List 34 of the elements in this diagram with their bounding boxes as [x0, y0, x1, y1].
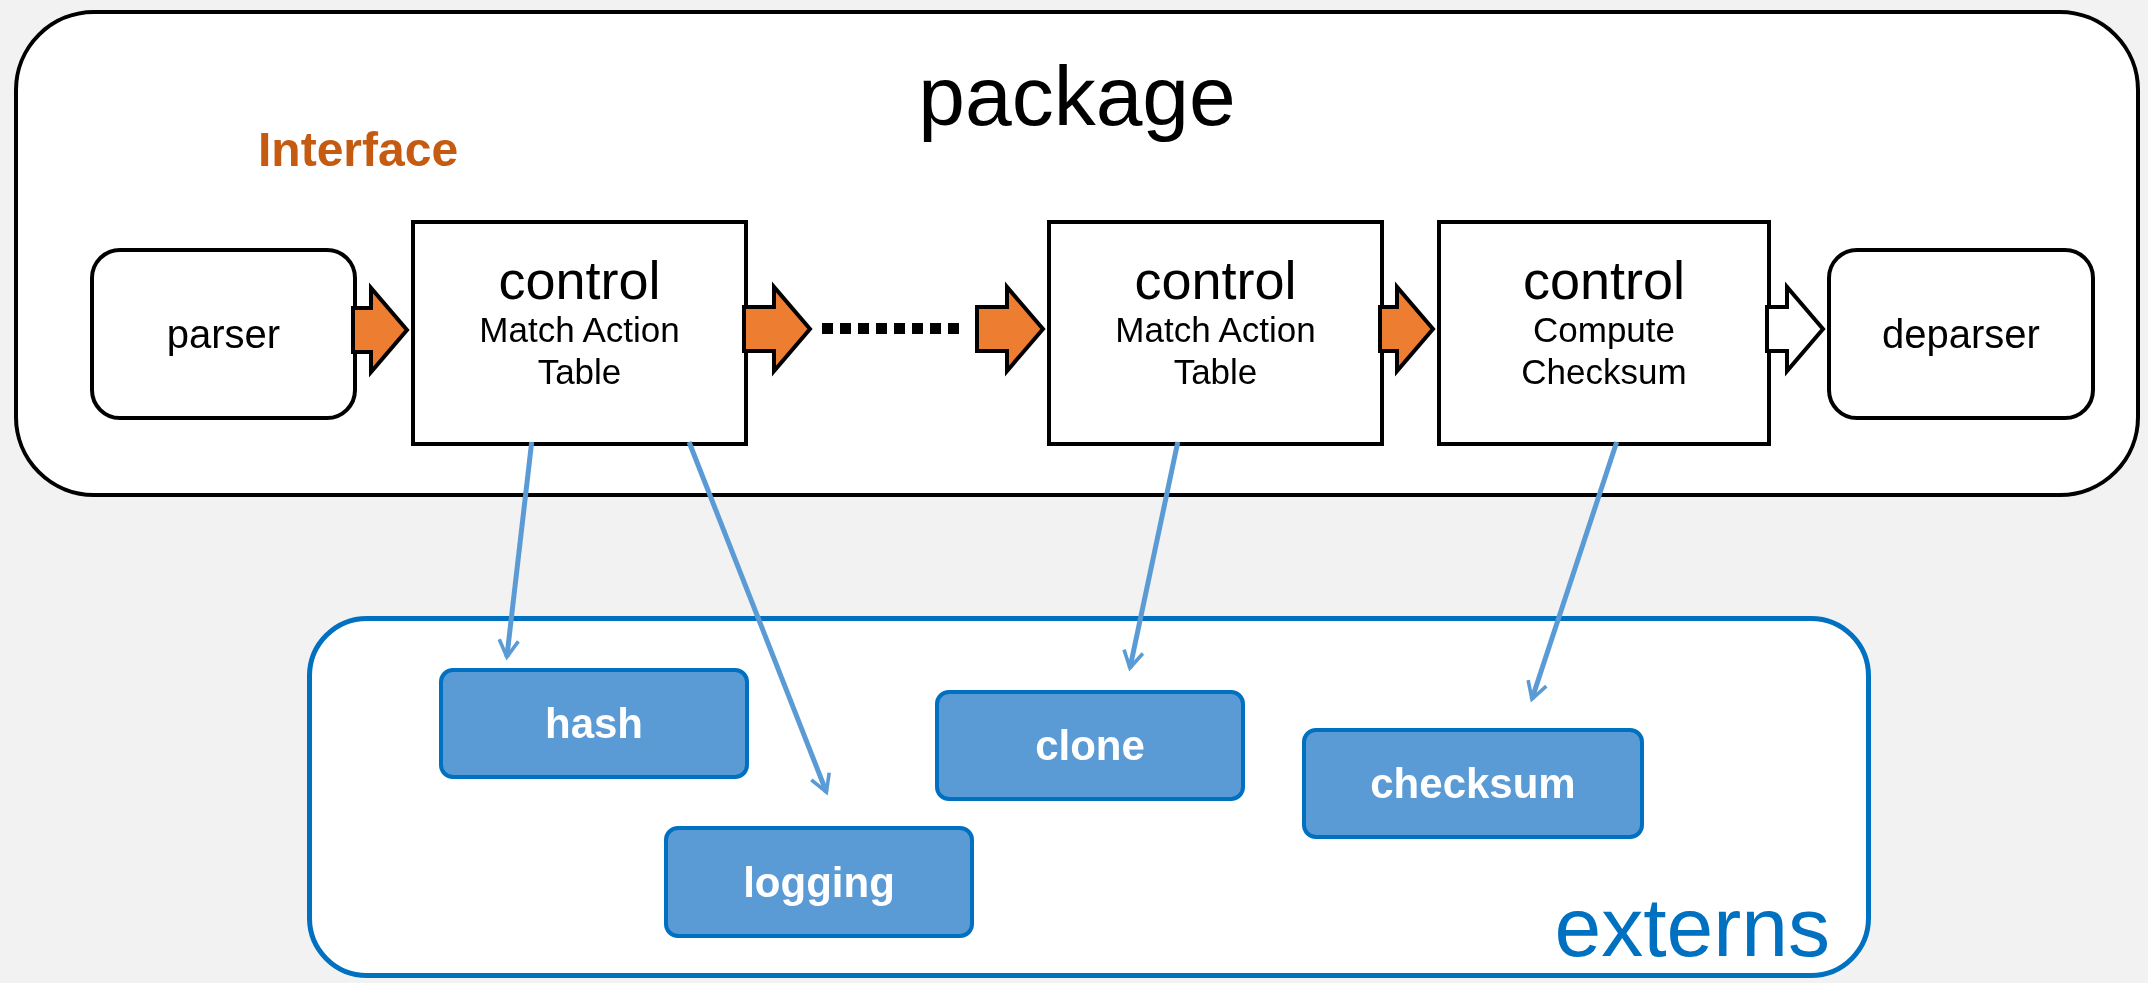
arrow — [686, 441, 831, 794]
arrow — [1122, 441, 1181, 670]
control-box — [1047, 220, 1384, 446]
stage-label: deparser — [1882, 311, 2040, 358]
block-arrow — [1378, 281, 1436, 377]
block-arrow — [351, 282, 410, 378]
extern-box — [1302, 728, 1644, 839]
block-arrow — [1765, 281, 1826, 377]
control-box — [411, 220, 748, 446]
extern-label: checksum — [1370, 759, 1576, 809]
extern-label: clone — [1035, 721, 1145, 771]
stage-label: parser — [166, 311, 281, 358]
block-arrow — [742, 281, 813, 377]
control-title: control — [1134, 252, 1297, 309]
extern-label: hash — [545, 699, 643, 749]
extern-label: logging — [743, 857, 895, 908]
interface-label: Interface — [258, 122, 459, 178]
control-box — [1437, 220, 1771, 446]
control-subtitle: Compute Checksum — [1520, 308, 1688, 393]
stage-box — [1827, 248, 2095, 420]
externs-title: externs — [1554, 885, 1830, 969]
control-subtitle: Match Action Table — [1114, 308, 1317, 393]
externs-container — [307, 616, 1871, 978]
extern-box — [439, 668, 749, 779]
package-container — [14, 10, 2140, 497]
stage-box — [90, 248, 357, 420]
block-arrow — [975, 281, 1046, 377]
control-title: control — [1522, 252, 1686, 309]
extern-box — [664, 826, 974, 938]
arrow — [1526, 441, 1620, 701]
arrow — [497, 441, 535, 659]
control-subtitle: Match Action Table — [478, 308, 681, 393]
extern-box — [935, 690, 1245, 801]
control-title: control — [498, 252, 661, 309]
